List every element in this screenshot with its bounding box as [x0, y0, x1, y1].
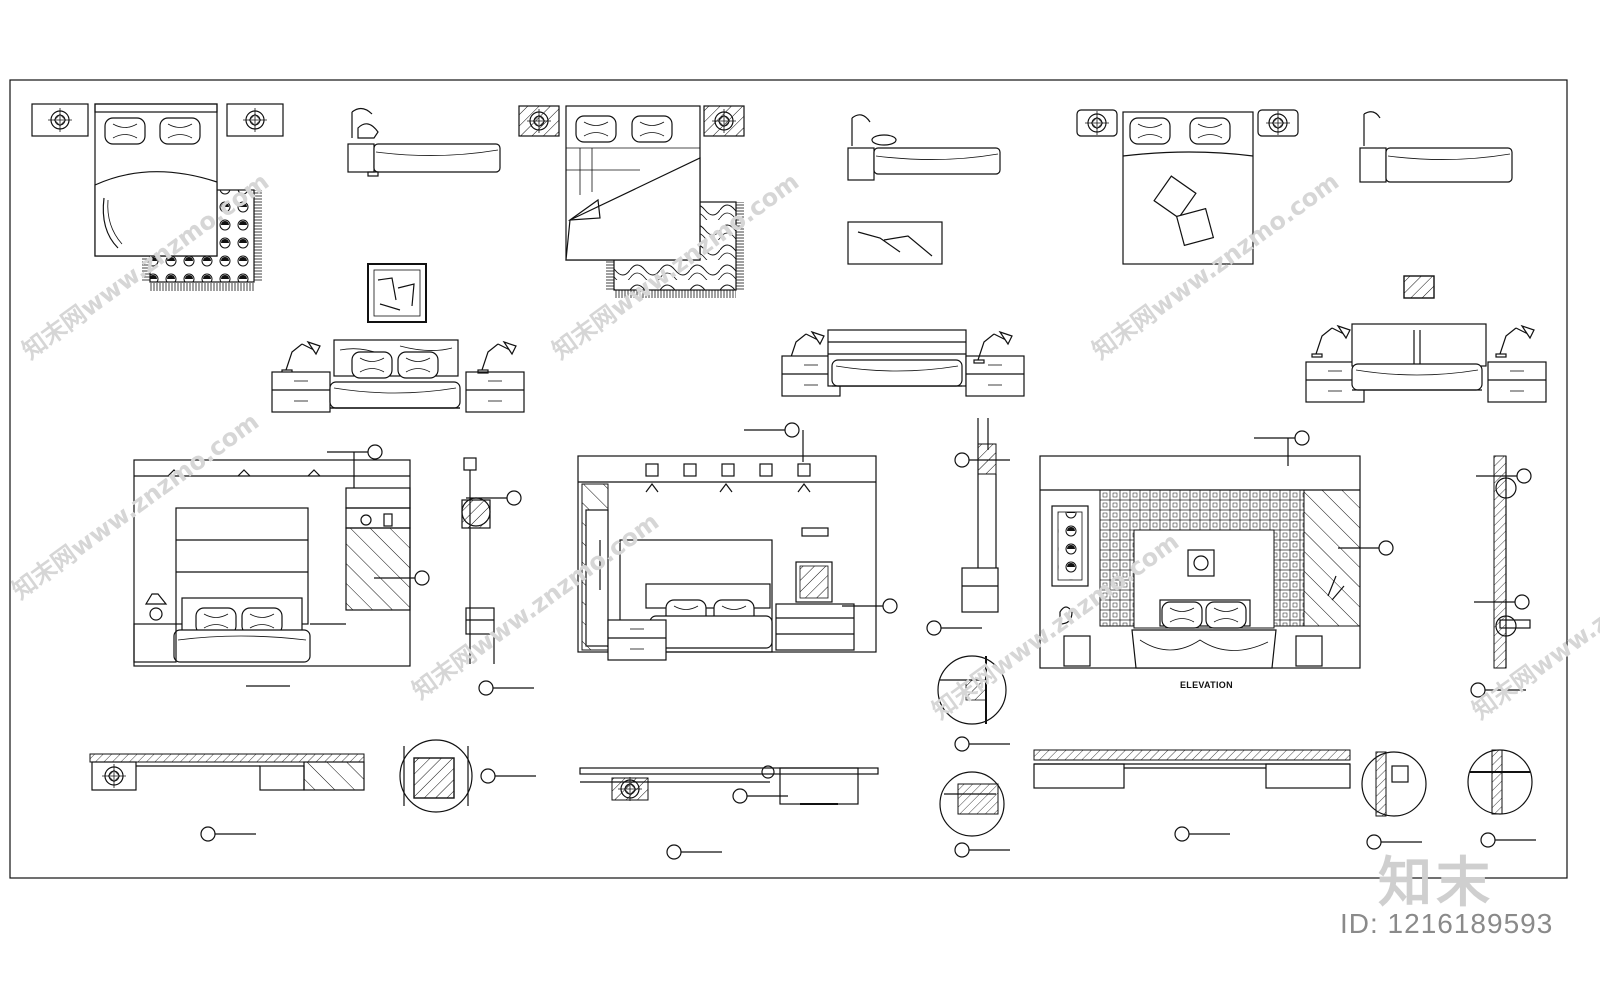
detail-circle-1	[937, 655, 1011, 752]
detail-circle-4	[1361, 751, 1427, 850]
watermark-text: 知末网www.znzmo.com	[7, 407, 264, 605]
section-c	[1470, 455, 1532, 698]
room-elevation-c: ELEVATION	[1039, 430, 1394, 690]
plan-section-c	[1033, 749, 1351, 842]
image-id-label: ID: 1216189593	[1340, 908, 1554, 939]
room-elevation-a	[133, 444, 430, 687]
bed-plan-1	[31, 103, 284, 291]
brand-watermark: 知末	[1378, 851, 1494, 914]
headboard-elevation-1	[271, 263, 525, 413]
bed-side-view-1	[347, 107, 501, 177]
detail-circle-5	[1467, 749, 1537, 848]
room-elevation-b	[577, 422, 898, 661]
bed-side-view-3	[1359, 111, 1513, 299]
watermark-text: 知末网www.znzmo.com	[1467, 527, 1600, 725]
headboard-elevation-2	[781, 329, 1025, 397]
bed-plan-2	[518, 105, 745, 298]
bed-plan-3	[1076, 109, 1299, 265]
plan-section-a	[89, 753, 365, 842]
detail-circle-2	[399, 739, 537, 813]
detail-circle-3	[939, 771, 1011, 858]
section-b	[926, 418, 1011, 636]
section-a	[461, 457, 535, 696]
plan-section-b	[579, 765, 879, 860]
bed-side-view-2	[847, 114, 1001, 265]
elevation-label: ELEVATION	[1180, 680, 1233, 690]
watermark-text: 知末网www.znzmo.com	[407, 507, 664, 705]
headboard-elevation-3	[1305, 323, 1547, 403]
drawing-frame	[9, 79, 1568, 879]
